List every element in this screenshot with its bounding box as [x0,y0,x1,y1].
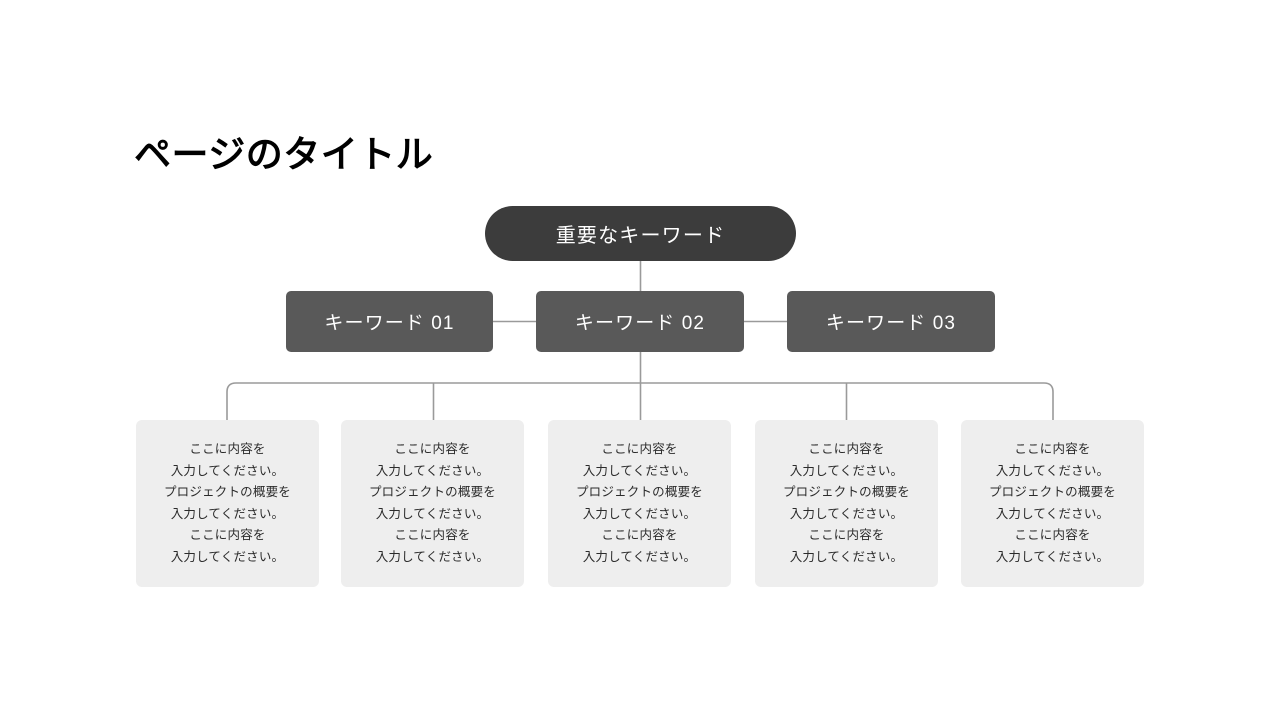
content-card-text: ここに内容を 入力してください。 プロジェクトの概要を 入力してください。 ここ… [368,442,496,564]
content-card-text: ここに内容を 入力してください。 プロジェクトの概要を 入力してください。 ここ… [782,442,910,564]
node-keyword-02[interactable]: キーワード 02 [536,291,744,352]
content-card[interactable]: ここに内容を 入力してください。 プロジェクトの概要を 入力してください。 ここ… [341,420,524,587]
node-keyword-01[interactable]: キーワード 01 [286,291,493,352]
node-root-label: 重要なキーワード [555,225,726,247]
connector-bus [226,382,1054,420]
content-card[interactable]: ここに内容を 入力してください。 プロジェクトの概要を 入力してください。 ここ… [755,420,938,587]
content-card-text: ここに内容を 入力してください。 プロジェクトの概要を 入力してください。 ここ… [988,442,1116,564]
node-root-keyword[interactable]: 重要なキーワード [485,206,796,261]
content-card[interactable]: ここに内容を 入力してください。 プロジェクトの概要を 入力してください。 ここ… [548,420,731,587]
content-card-text: ここに内容を 入力してください。 プロジェクトの概要を 入力してください。 ここ… [163,442,291,564]
page-title: ページのタイトル [134,134,434,175]
content-card[interactable]: ここに内容を 入力してください。 プロジェクトの概要を 入力してください。 ここ… [136,420,319,587]
node-keyword-03[interactable]: キーワード 03 [787,291,995,352]
node-keyword-03-label: キーワード 03 [825,313,957,334]
content-card[interactable]: ここに内容を 入力してください。 プロジェクトの概要を 入力してください。 ここ… [961,420,1144,587]
content-card-text: ここに内容を 入力してください。 プロジェクトの概要を 入力してください。 ここ… [575,442,703,564]
node-keyword-01-label: キーワード 01 [324,313,455,334]
node-keyword-02-label: キーワード 02 [574,313,706,334]
